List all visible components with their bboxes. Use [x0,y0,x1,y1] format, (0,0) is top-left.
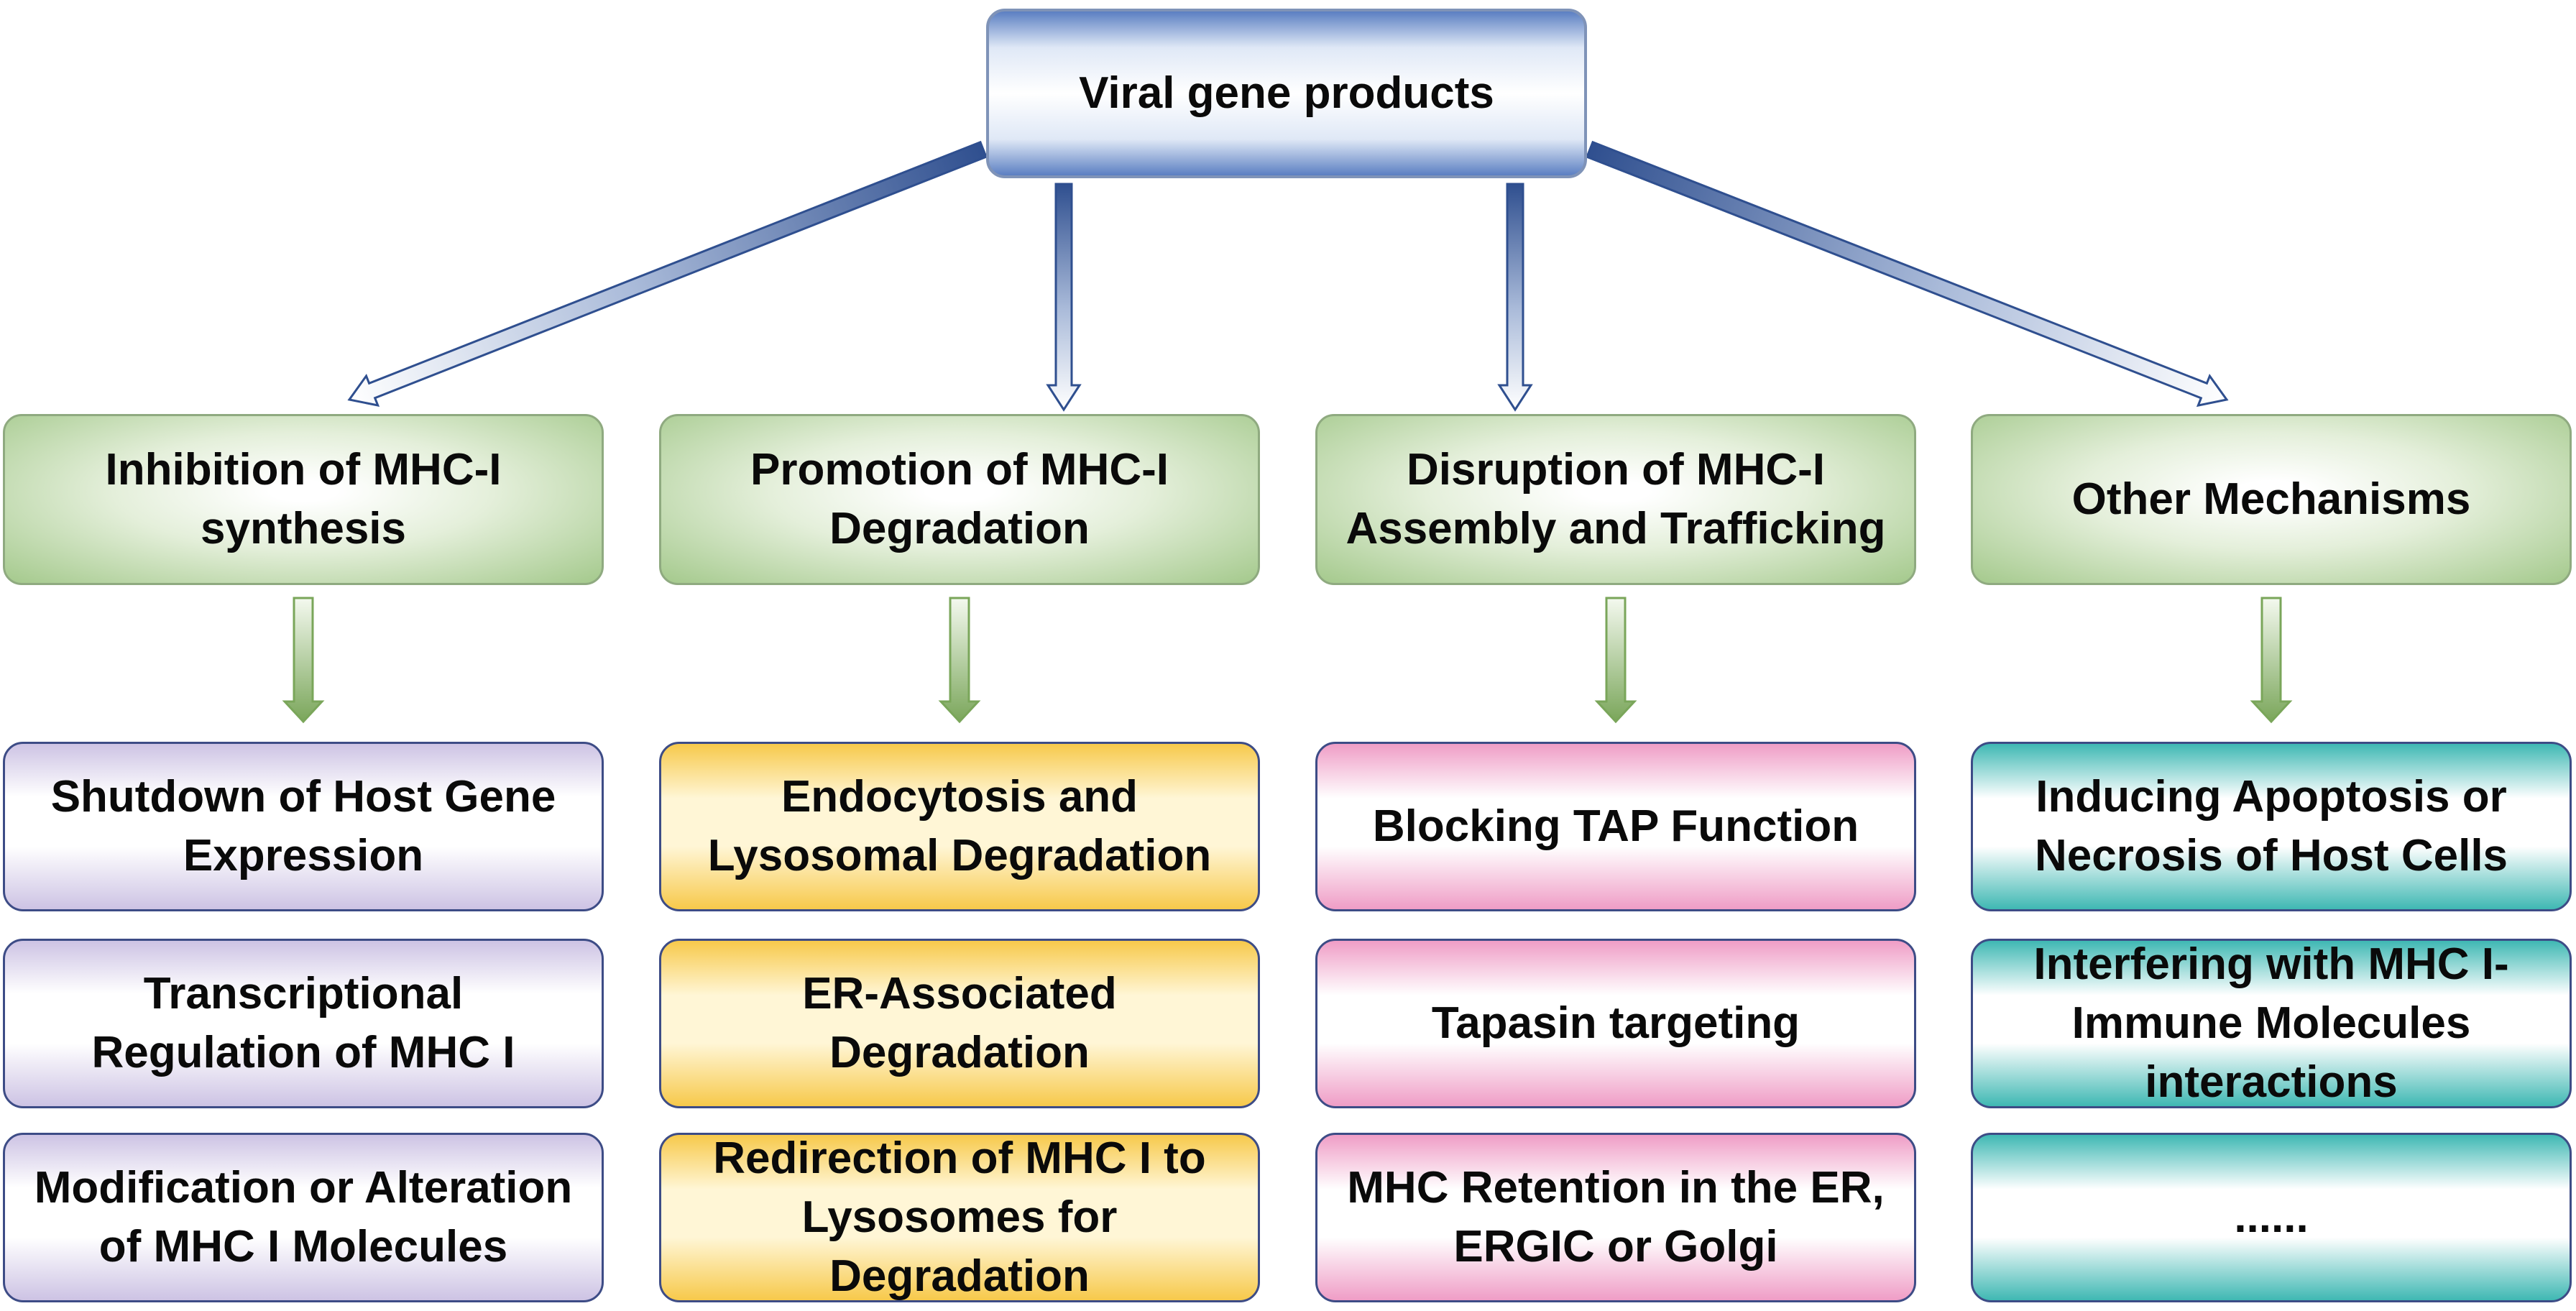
mechanism-inducing-apoptosis: Inducing Apoptosis or Necrosis of Host C… [1971,742,2572,911]
category-other-mechanisms: Other Mechanisms [1971,414,2572,585]
mechanism-label: Tapasin targeting [1431,998,1800,1049]
mechanism-label: Interfering with MHC I-Immune Molecules … [2033,939,2509,1107]
arrow-other-to-mechanisms [2250,597,2293,724]
mechanism-label: Transcriptional Regulation of MHC I [91,969,515,1077]
category-inhibition-synthesis: Inhibition of MHC-I synthesis [3,414,604,585]
mechanism-label: ER-Associated Degradation [802,969,1117,1077]
mechanism-modification-alteration: Modification or Alteration of MHC I Mole… [3,1133,604,1302]
mechanism-tapasin-targeting: Tapasin targeting [1315,939,1916,1108]
mechanism-shutdown-host-gene-expression: Shutdown of Host Gene Expression [3,742,604,911]
category-label: Inhibition of MHC-I synthesis [105,445,502,553]
mechanism-label: Blocking TAP Function [1372,801,1859,852]
category-promotion-degradation: Promotion of MHC-I Degradation [659,414,1260,585]
mechanism-label: Endocytosis and Lysosomal Degradation [707,772,1212,880]
mechanism-label: Inducing Apoptosis or Necrosis of Host C… [2034,772,2508,880]
arrow-inhibition-to-mechanisms [282,597,325,724]
arrow-promotion-to-mechanisms [938,597,981,724]
category-disruption-assembly: Disruption of MHC-I Assembly and Traffic… [1315,414,1916,585]
mechanism-interfering-immune-interactions: Interfering with MHC I-Immune Molecules … [1971,939,2572,1108]
mechanism-label: Redirection of MHC I to Lysosomes for De… [713,1133,1206,1301]
mechanism-label: Shutdown of Host Gene Expression [50,772,556,880]
arrow-root-to-other [1586,140,2229,408]
mechanism-mhc-retention: MHC Retention in the ER, ERGIC or Golgi [1315,1133,1916,1302]
root-label: Viral gene products [1079,68,1494,119]
arrow-root-to-inhibition [347,140,988,408]
mechanism-endocytosis-lysosomal: Endocytosis and Lysosomal Degradation [659,742,1260,911]
mechanism-label: MHC Retention in the ER, ERGIC or Golgi [1347,1163,1885,1271]
root-node-viral-gene-products: Viral gene products [986,9,1587,178]
mechanism-transcriptional-regulation: Transcriptional Regulation of MHC I [3,939,604,1108]
mechanism-label: ...... [2234,1192,2309,1243]
mechanism-redirection-to-lysosomes: Redirection of MHC I to Lysosomes for De… [659,1133,1260,1302]
category-label: Promotion of MHC-I Degradation [750,445,1169,553]
mechanism-other-ellipsis: ...... [1971,1133,2572,1302]
arrow-root-to-disruption [1497,183,1533,412]
mechanism-er-associated-degradation: ER-Associated Degradation [659,939,1260,1108]
arrow-root-to-promotion [1046,183,1082,412]
mechanism-label: Modification or Alteration of MHC I Mole… [34,1163,573,1271]
category-label: Disruption of MHC-I Assembly and Traffic… [1346,445,1886,553]
category-label: Other Mechanisms [2071,474,2471,525]
mechanism-blocking-tap: Blocking TAP Function [1315,742,1916,911]
arrow-disruption-to-mechanisms [1594,597,1637,724]
